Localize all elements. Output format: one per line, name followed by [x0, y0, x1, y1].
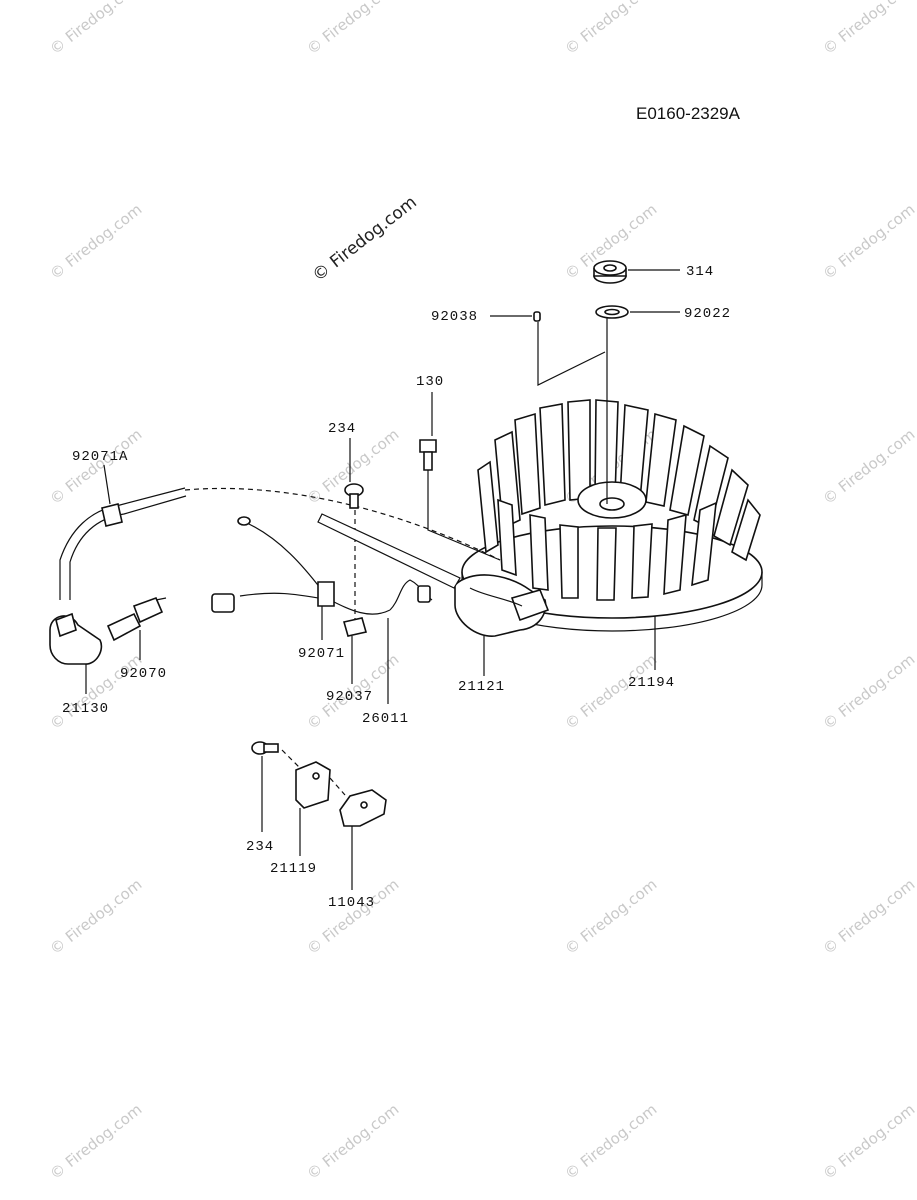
watermark: © Firedog.com [46, 1100, 145, 1183]
plate-11043 [339, 789, 387, 827]
label-21194: 21194 [628, 675, 675, 691]
label-92037: 92037 [326, 689, 373, 705]
watermark: © Firedog.com [561, 650, 660, 733]
clamp-92071 [317, 581, 335, 607]
label-92038: 92038 [431, 309, 478, 325]
part-labels: 314 92038 92022 130 234 92071A 92071 920… [62, 264, 731, 911]
watermark: © Firedog.com [561, 875, 660, 958]
label-26011: 26011 [362, 711, 409, 727]
bolt-130 [419, 439, 437, 471]
washer-92022 [595, 305, 629, 319]
watermark: © Firedog.com [561, 1100, 660, 1183]
watermark: © Firedog.com [819, 650, 917, 733]
label-92071: 92071 [298, 646, 345, 662]
watermark: © Firedog.com [561, 0, 660, 58]
watermark: © Firedog.com [303, 1100, 402, 1183]
watermark: © Firedog.com [819, 200, 917, 283]
watermark: © Firedog.com [46, 0, 145, 58]
clamp-92071A [101, 503, 123, 527]
watermark: © Firedog.com [819, 1100, 917, 1183]
watermark: © Firedog.com [46, 425, 145, 508]
key-92038 [533, 311, 541, 322]
watermark: © Firedog.com [819, 0, 917, 58]
nut-314 [593, 260, 627, 284]
label-92070: 92070 [120, 666, 167, 682]
label-21130: 21130 [62, 701, 109, 717]
label-92022: 92022 [684, 306, 731, 322]
label-234-top: 234 [328, 421, 356, 437]
diagram-code: E0160-2329A [636, 104, 741, 123]
watermark: © Firedog.com [819, 875, 917, 958]
watermark: © Firedog.com [46, 200, 145, 283]
watermark: © Firedog.com [819, 425, 917, 508]
ignition-coil-21121 [454, 574, 550, 637]
label-11043: 11043 [328, 895, 375, 911]
bracket-21119 [295, 761, 331, 809]
spark-plug-92070 [106, 596, 167, 642]
label-92071A: 92071A [72, 449, 128, 465]
watermark: © Firedog.com [46, 875, 145, 958]
plug-cap-21130 [49, 612, 103, 665]
watermark: © Firedog.com [303, 0, 402, 58]
screw-234-top [344, 483, 364, 509]
label-21121: 21121 [458, 679, 505, 695]
label-130: 130 [416, 374, 444, 390]
screw-234-bottom [251, 741, 279, 755]
label-21119: 21119 [270, 861, 317, 877]
watermark: © Firedog.com [303, 875, 402, 958]
label-234-bottom: 234 [246, 839, 274, 855]
watermark-dark: © Firedog.com [309, 192, 421, 286]
label-314: 314 [686, 264, 714, 280]
